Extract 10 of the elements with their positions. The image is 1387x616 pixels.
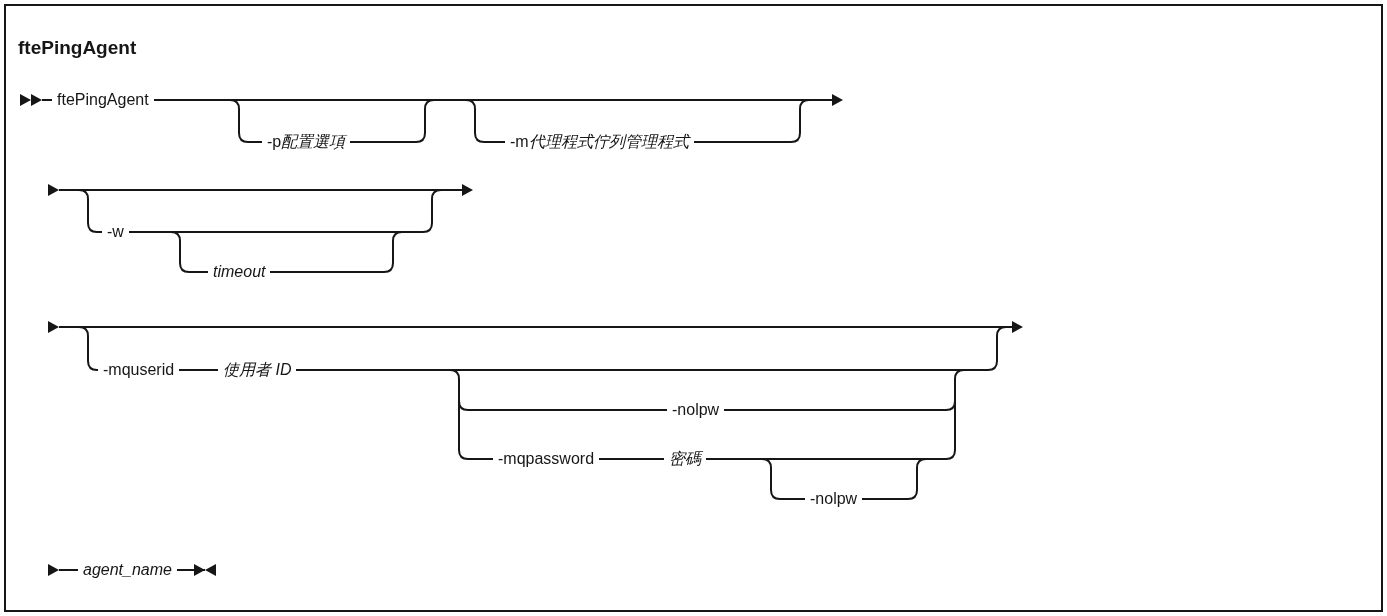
option-keyword: -mquserid (98, 360, 180, 380)
command-keyword: ftePingAgent (52, 90, 154, 110)
option-keyword: -nolpw (667, 400, 725, 420)
parameter-label: 代理程式佇列管理程式 (529, 132, 694, 152)
option-keyword: -nolpw (805, 489, 863, 509)
parameter-label: 配置選項 (281, 132, 350, 152)
parameter-label: 密碼 (664, 449, 706, 469)
parameter-label: 使用者 ID (218, 360, 297, 380)
diagram-title: ftePingAgent (18, 36, 137, 60)
option-keyword: -mqpassword (493, 449, 600, 469)
